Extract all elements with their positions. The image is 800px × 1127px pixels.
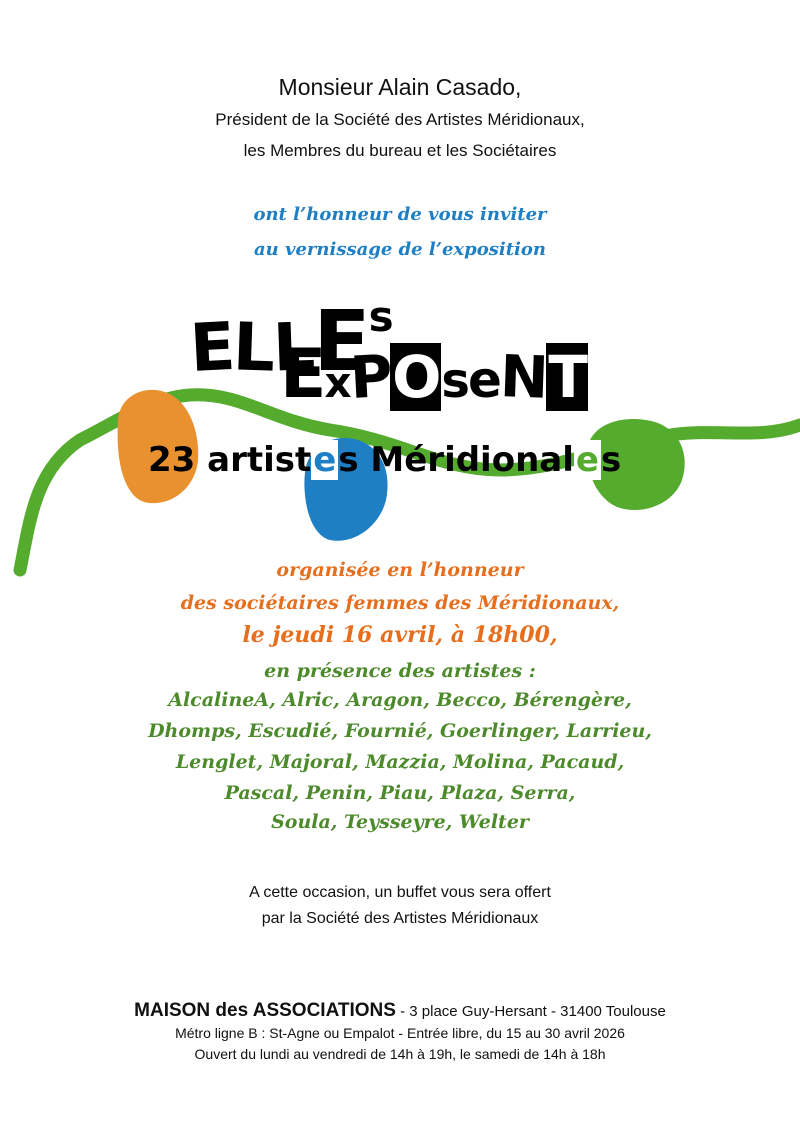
title-letter: P: [347, 341, 392, 413]
title-letter: s: [368, 292, 394, 341]
title-letter: T: [546, 343, 588, 411]
details-line-2: des sociétaires femmes des Méridionaux,: [180, 592, 620, 614]
subtitle-part: 23 artist: [148, 440, 312, 480]
host-name: Monsieur Alain Casado,: [278, 74, 522, 100]
subtitle: 23 artistes Méridionales: [148, 440, 621, 480]
artists-line: Lenglet, Majoral, Mazzia, Molina, Pacaud…: [175, 751, 625, 773]
artists-line: Dhomps, Escudié, Fournié, Goerlinger, La…: [148, 720, 652, 742]
venue-line-1: MAISON des ASSOCIATIONS - 3 place Guy-He…: [0, 1000, 800, 1022]
venue-hours: Ouvert du lundi au vendredi de 14h à 19h…: [194, 1046, 606, 1062]
title-letter: E: [280, 335, 326, 414]
subtitle-highlight-e: e: [573, 440, 601, 480]
venue-metro: Métro ligne B : St-Agne ou Empalot - Ent…: [175, 1025, 625, 1041]
title-word-elles: ELLEs: [188, 292, 394, 390]
title-letter: N: [498, 342, 548, 412]
host-title: Président de la Société des Artistes Mér…: [215, 110, 585, 129]
artists-line: Soula, Teysseyre, Welter: [271, 811, 529, 833]
title-letter: E: [188, 307, 236, 388]
artists-line: AlcalineA, Alric, Aragon, Becco, Bérengè…: [168, 689, 632, 711]
title-letter: E: [313, 292, 370, 390]
title-letter: L: [231, 308, 275, 387]
title-word-exposent: ExPOseNT: [280, 335, 588, 414]
buffet-line-1: A cette occasion, un buffet vous sera of…: [249, 884, 551, 901]
venue-address: - 3 place Guy-Hersant - 31400 Toulouse: [395, 1003, 666, 1020]
title-letter: e: [467, 351, 502, 409]
event-date: le jeudi 16 avril, à 18h00,: [242, 622, 558, 648]
orange-blob: [117, 389, 199, 504]
green-blob: [587, 419, 685, 510]
buffet-line-2: par la Société des Artistes Méridionaux: [261, 910, 539, 927]
details-line-1: organisée en l’honneur: [276, 559, 524, 581]
title-letter: s: [441, 353, 470, 409]
subtitle-part: s Méridional: [338, 440, 574, 480]
venue-name: MAISON des ASSOCIATIONS: [134, 1000, 396, 1021]
invite-line-1: ont l’honneur de vous inviter: [253, 204, 547, 225]
host-members: les Membres du bureau et les Sociétaires: [243, 141, 557, 160]
title-letter: x: [324, 358, 351, 407]
artists-line: Pascal, Penin, Piau, Plaza, Serra,: [224, 782, 576, 804]
artists-intro: en présence des artistes :: [264, 660, 536, 682]
subtitle-part: s: [600, 440, 622, 480]
subtitle-highlight-e: e: [311, 440, 339, 480]
title-letter: O: [390, 343, 441, 411]
invite-line-2: au vernissage de l’exposition: [254, 239, 546, 260]
